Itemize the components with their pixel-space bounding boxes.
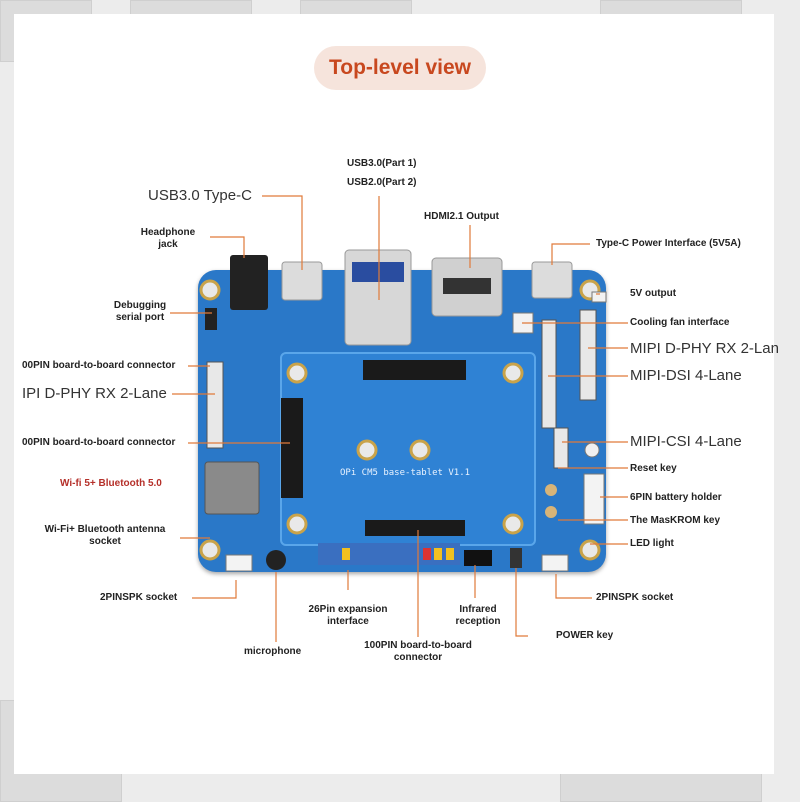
label-mipi-dsi: MIPI-DSI 4-Lane xyxy=(630,367,742,384)
label-5v-output: 5V output xyxy=(630,288,677,299)
board-silkscreen: OPi CM5 base-tablet V1.1 xyxy=(340,468,471,478)
label-led-light: LED light xyxy=(630,538,674,549)
label-microphone: microphone xyxy=(244,646,302,657)
label-usb2-part2: USB2.0(Part 2) xyxy=(347,177,417,188)
label-cooling-fan: Cooling fan interface xyxy=(630,317,730,328)
label-mipi-dphy-right: MIPI D-PHY RX 2-Lan xyxy=(630,341,779,357)
label-spk-socket-right: 2PINSPK socket xyxy=(596,592,674,603)
label-power-key: POWER key xyxy=(556,630,614,641)
label-typec-power: Type-C Power Interface (5V5A) xyxy=(596,238,741,249)
label-100pin-top: 00PIN board-to-board connector xyxy=(22,360,176,371)
label-mipi-csi: MIPI-CSI 4-Lane xyxy=(630,433,742,450)
label-headphone-jack: Headphone jack xyxy=(140,227,196,250)
label-infrared: Infrared reception xyxy=(455,604,501,627)
label-wifi-bluetooth: Wi-fi 5+ Bluetooth 5.0 xyxy=(60,478,162,489)
label-antenna-socket: Wi-Fi+ Bluetooth antenna socket xyxy=(44,524,166,547)
label-battery-holder: 6PIN battery holder xyxy=(630,492,722,503)
label-maskrom-key: The MasKROM key xyxy=(630,515,721,526)
label-debug-serial: Debugging serial port xyxy=(113,300,167,323)
label-usb3-typec: USB3.0 Type-C xyxy=(148,187,252,204)
label-reset-key: Reset key xyxy=(630,463,677,474)
label-26pin-expansion: 26Pin expansion interface xyxy=(308,604,388,627)
page-title: Top-level view xyxy=(314,46,486,90)
label-usb3-part1: USB3.0(Part 1) xyxy=(347,158,417,169)
cm5-module-area xyxy=(280,352,536,546)
label-100pin-bottom: 100PIN board-to-board connector xyxy=(364,640,472,663)
label-spk-socket-left: 2PINSPK socket xyxy=(100,592,178,603)
label-100pin-mid: 00PIN board-to-board connector xyxy=(22,437,176,448)
label-hdmi-output: HDMI2.1 Output xyxy=(424,211,499,222)
label-mipi-dphy-left: IPI D-PHY RX 2-Lane xyxy=(22,385,167,402)
